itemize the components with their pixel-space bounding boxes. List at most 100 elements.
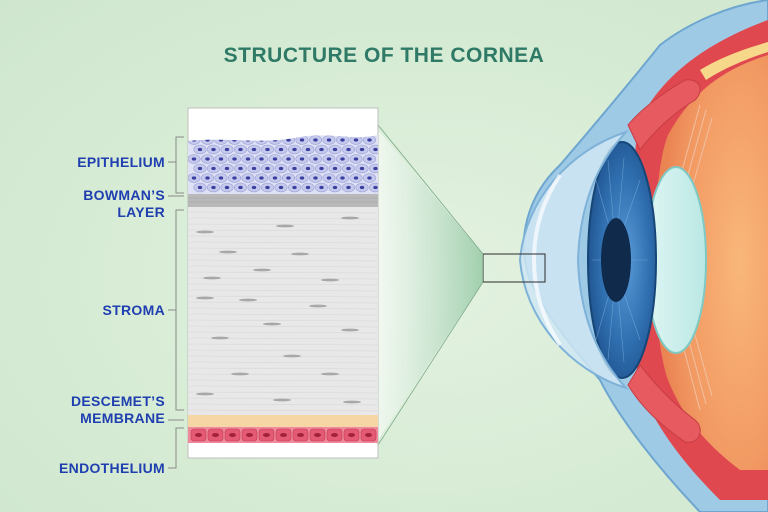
keratocyte: [263, 322, 281, 326]
epithelium-nucleus: [265, 147, 270, 152]
stroma-lamella: [188, 373, 378, 376]
cornea-highlight: [531, 173, 562, 347]
keratocyte: [291, 252, 309, 256]
epithelium-nucleus: [359, 185, 365, 190]
eye-interior: [654, 55, 768, 470]
ciliary-body-bottom: [627, 364, 701, 443]
epithelium-nucleus: [286, 157, 291, 161]
stroma-lamella: [188, 283, 378, 286]
label-descemets-membrane: DESCEMET’S MEMBRANE: [20, 393, 165, 427]
epithelium-nucleus: [265, 185, 270, 190]
epithelium-nucleus: [265, 166, 270, 171]
epithelium-nucleus: [278, 166, 284, 171]
keratocyte: [196, 296, 214, 300]
stroma-lamella: [188, 313, 378, 316]
epithelium-nucleus: [367, 157, 372, 161]
stroma-lamella: [188, 289, 378, 292]
epithelium-nucleus: [373, 185, 378, 190]
epithelium-nucleus: [319, 147, 324, 152]
label-stroma: STROMA: [20, 302, 165, 319]
endothelium-nucleus: [365, 433, 372, 437]
epithelium-nucleus: [238, 147, 243, 152]
keratocyte: [273, 398, 291, 402]
endothelium-nucleus: [331, 433, 338, 437]
epithelium-nucleus: [326, 138, 332, 142]
endothelium-nucleus: [246, 433, 253, 437]
label-descemets-line1: DESCEMET’S: [70, 393, 165, 409]
keratocyte: [196, 230, 214, 234]
epithelium-nucleus: [211, 166, 216, 171]
epithelium-nucleus: [299, 176, 305, 180]
label-brackets: [168, 136, 184, 469]
epithelium-nucleus: [238, 166, 243, 171]
epithelium-nucleus: [299, 157, 305, 161]
endothelium-nucleus: [297, 433, 304, 437]
epithelium-nucleus: [305, 185, 311, 190]
epithelium-nucleus: [346, 185, 351, 190]
epithelium-nucleus: [299, 138, 305, 142]
epithelium-nucleus: [332, 166, 338, 171]
epithelium-nucleus: [272, 157, 278, 161]
stroma-lamella: [188, 211, 378, 214]
epithelium-nucleus: [319, 185, 324, 190]
stroma-lamella: [188, 295, 378, 298]
endothelium-nucleus: [195, 433, 202, 437]
epithelium-nucleus: [286, 138, 291, 142]
stroma-lamella: [188, 367, 378, 370]
epithelium-nucleus: [259, 157, 264, 161]
stroma-lamella: [188, 229, 378, 232]
epithelium-nucleus: [340, 157, 345, 161]
zoom-connector: [378, 130, 483, 440]
zoom-line-top: [377, 124, 484, 255]
keratocyte: [211, 336, 229, 340]
epithelium-nucleus: [224, 166, 230, 171]
label-bowmans-line1: BOWMAN’S: [83, 187, 165, 203]
epithelium-nucleus: [367, 176, 372, 180]
label-stroma-text: STROMA: [102, 302, 165, 318]
epithelium-nucleus: [218, 176, 224, 180]
keratocyte: [321, 278, 339, 282]
epithelium-nucleus: [305, 147, 311, 152]
stroma-lamella: [188, 235, 378, 238]
pupil: [601, 218, 631, 302]
diagram-title: STRUCTURE OF THE CORNEA: [223, 44, 545, 67]
stroma-lamella: [188, 403, 378, 406]
epithelium-nucleus: [359, 147, 365, 152]
epithelium-nucleus: [292, 185, 297, 190]
stroma-lamella: [188, 307, 378, 310]
stroma-lamella: [188, 319, 378, 322]
label-descemets-line2: MEMBRANE: [80, 410, 165, 426]
keratocyte: [283, 354, 301, 358]
epithelium-nucleus: [197, 166, 203, 171]
keratocyte: [196, 392, 214, 396]
epithelium-nucleus: [313, 176, 318, 180]
stroma-lamella: [188, 265, 378, 268]
stroma-lamella: [188, 361, 378, 364]
epithelium-nucleus: [197, 185, 203, 190]
keratocyte: [321, 372, 339, 376]
label-epithelium-text: EPITHELIUM: [77, 154, 165, 170]
keratocyte: [343, 400, 361, 404]
epithelium-nucleus: [224, 185, 230, 190]
epithelium-nucleus: [313, 138, 318, 142]
epithelium-nucleus: [218, 157, 224, 161]
stroma-lamella: [188, 385, 378, 388]
stroma-lamella: [188, 253, 378, 256]
retina-highlight: [700, 42, 768, 80]
epithelium-nucleus: [251, 185, 257, 190]
epithelium-nucleus: [326, 176, 332, 180]
epithelium-nucleus: [332, 147, 338, 152]
endothelium-nucleus: [280, 433, 287, 437]
label-epithelium: EPITHELIUM: [20, 154, 165, 171]
epithelium-nucleus: [292, 166, 297, 171]
epithelium-nucleus: [353, 176, 359, 180]
zoom-line-bottom: [377, 281, 484, 446]
label-bowmans-line2: LAYER: [117, 204, 165, 220]
endothelium-nucleus: [212, 433, 219, 437]
label-bowmans-layer: BOWMAN’S LAYER: [20, 187, 165, 221]
stroma-lamella: [188, 301, 378, 304]
epithelium-nucleus: [205, 176, 210, 180]
stroma-lamella: [188, 343, 378, 346]
epithelium-nucleus: [353, 157, 359, 161]
